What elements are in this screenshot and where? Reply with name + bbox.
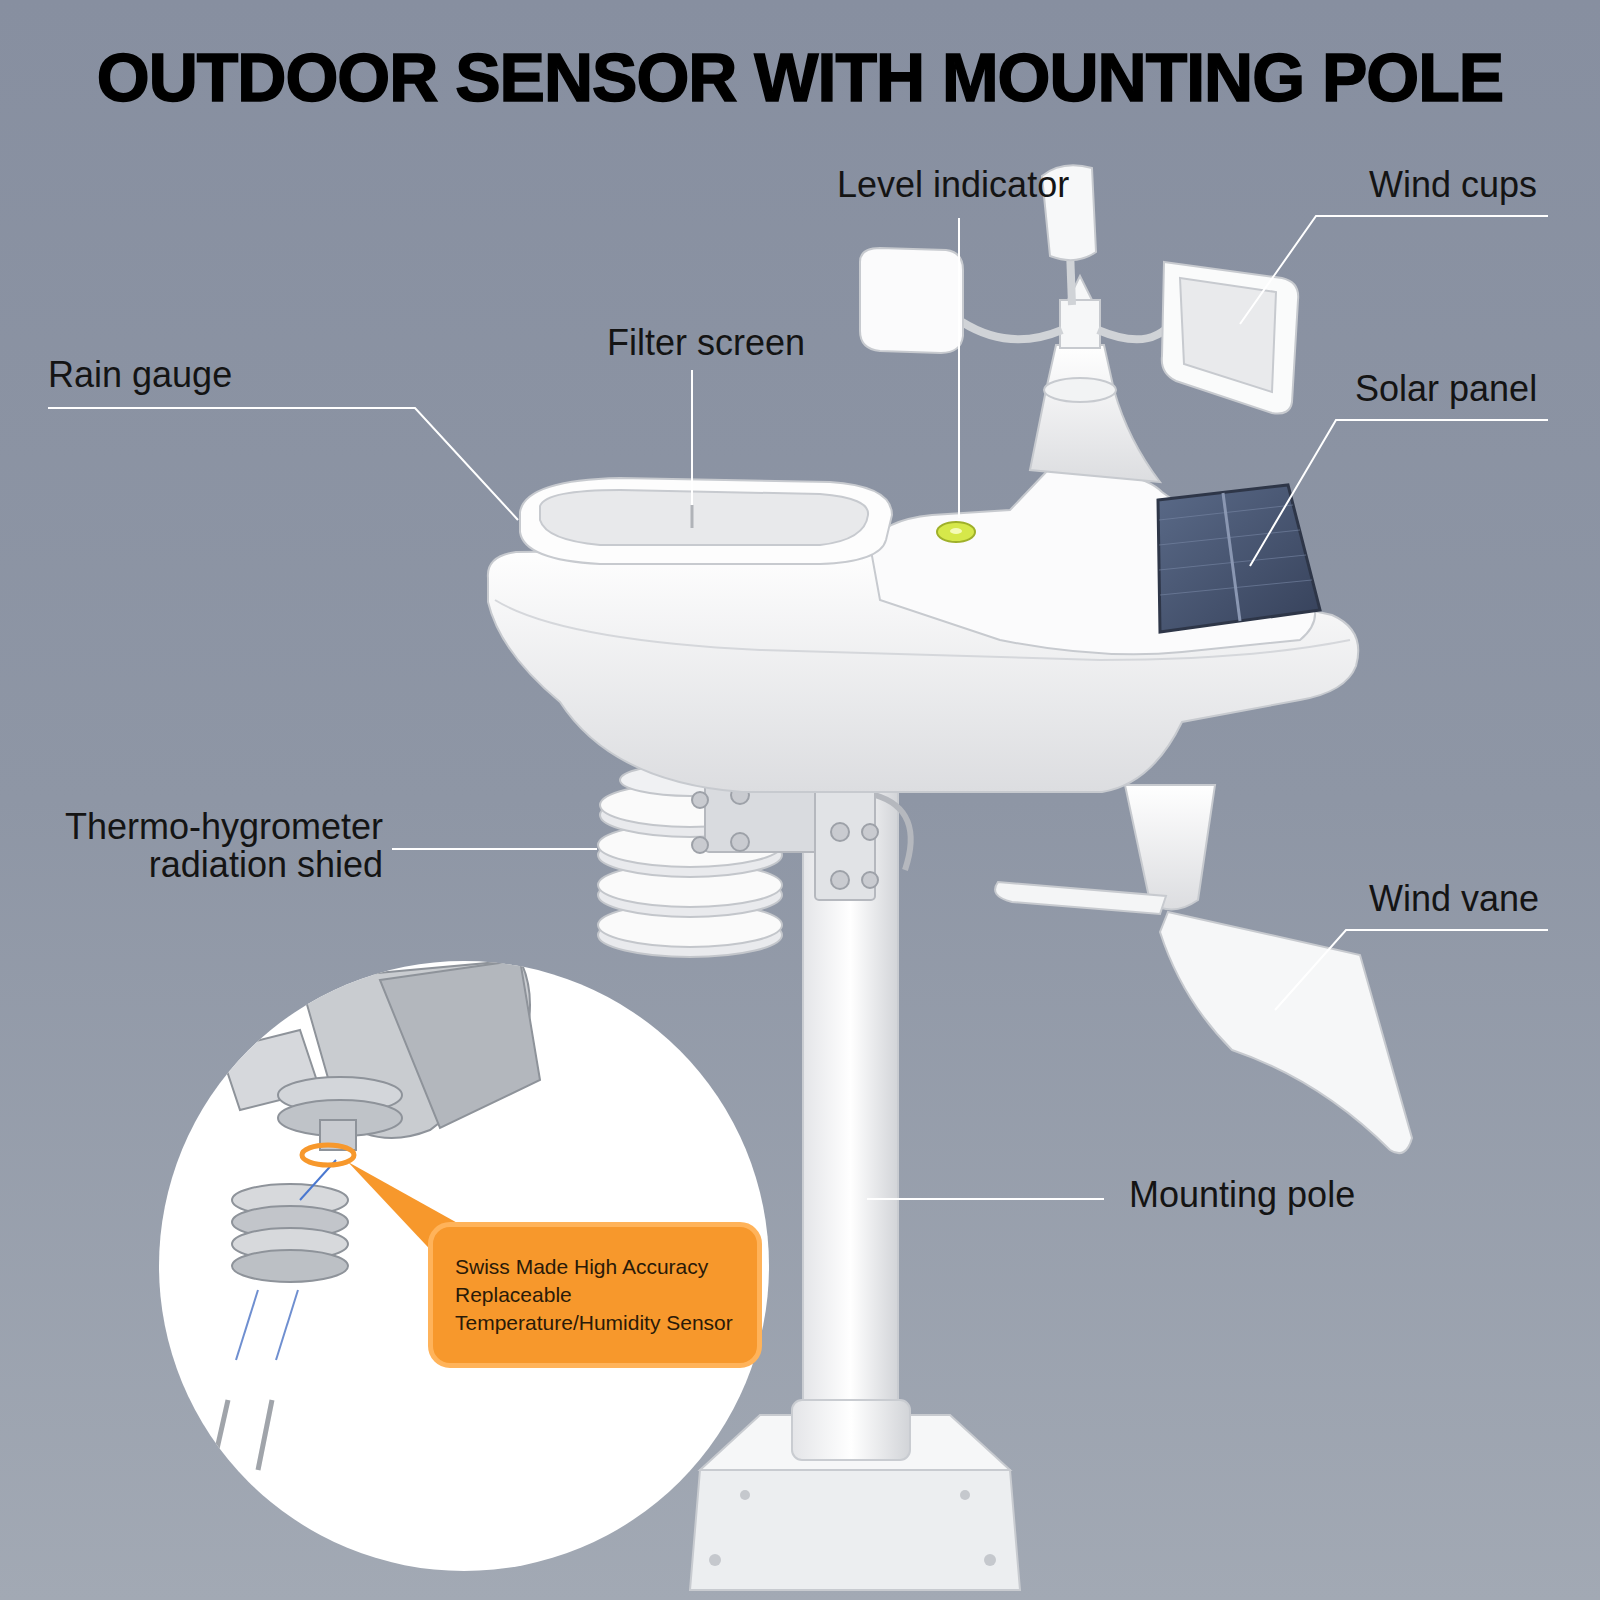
mounting-bracket-drawing-part [692,786,878,889]
wind-cups-drawing-part [1162,262,1298,414]
mounting-bracket-drawing-part-part [731,833,749,851]
wind-cups-drawing-part [1180,278,1276,392]
mounting-bracket-drawing-part-part [862,872,878,888]
wind-vane-drawing [995,785,1412,1153]
mounting-bracket-drawing-part-part [831,823,849,841]
part-label: Level indicator [837,166,1069,204]
leader-lines-part [1240,216,1548,324]
sensor-housing-drawing-part [540,490,868,545]
wind-vane-drawing-part [1125,785,1215,910]
inset-detail-drawing-part [159,961,769,1571]
mounting-pole-drawing-part [792,1400,910,1460]
inset-detail-drawing-part [210,960,540,1480]
page-title: OUTDOOR SENSOR WITH MOUNTING POLE [97,39,1503,115]
inset-detail-drawing-part-part [232,1250,348,1282]
mounting-bracket-drawing-part-part [692,837,708,853]
leader-lines-part [392,848,597,850]
inset-detail-drawing-part [302,1145,354,1165]
inset-detail-drawing-part-part [276,1290,298,1360]
inset-detail-drawing-part-part [380,960,540,1128]
mounting-pole-drawing-part [690,1470,1020,1590]
title-row: OUTDOOR SENSOR WITH MOUNTING POLE [0,38,1600,116]
part-label: Wind vane [1369,880,1539,918]
solar-panel-drawing-part [1158,485,1320,632]
solar-panel-drawing [1158,485,1320,632]
mounting-pole-drawing-part [960,1490,970,1500]
mounting-pole-drawing-part [740,1490,750,1500]
sensor-housing-drawing-part [691,505,694,528]
wind-cups-drawing-part [1044,378,1116,402]
leader-lines [48,216,1548,1199]
sensor-housing-drawing [488,470,1358,792]
leader-lines-part [1275,930,1548,1010]
solar-panel-drawing-part [1223,493,1240,621]
leader-lines-part [867,1198,1104,1200]
inset-detail-drawing-part-part [258,1400,272,1470]
sensor-housing-drawing-part [950,528,962,534]
mounting-pole-drawing-part [984,1554,996,1566]
inset-detail-drawing-part-part [236,1290,258,1360]
mounting-bracket-drawing-part [875,795,911,870]
wind-cups-drawing-part [1060,300,1100,348]
leader-lines-part [958,218,960,518]
wind-cups-drawing-part [1030,345,1160,482]
mounting-bracket-drawing-part-part [692,792,708,808]
sensor-housing-drawing-part [937,522,975,542]
leader-lines-part [691,370,693,505]
mounting-pole-drawing-part [709,1554,721,1566]
part-label: Wind cups [1369,166,1537,204]
wind-cups-drawing-part [962,322,1062,339]
wind-vane-drawing-part [1160,912,1412,1153]
mounting-bracket-drawing-part-part [862,824,878,840]
wind-vane-drawing-part [995,882,1166,914]
callout-box: Swiss Made High Accuracy Replaceable Tem… [428,1222,762,1368]
part-label: Rain gauge [48,356,232,394]
mounting-bracket-drawing-part-part [831,871,849,889]
part-label: Mounting pole [1129,1176,1355,1214]
wind-cups-drawing [860,165,1298,482]
leader-lines-part [48,408,518,520]
part-label: Thermo-hygrometer radiation shied [38,808,383,884]
inset-detail-drawing [159,960,769,1571]
wind-cups-drawing-part [860,248,963,353]
part-label: Filter screen [607,324,805,362]
inset-detail-drawing-part-part [210,1400,228,1480]
leader-lines-part [1250,420,1548,566]
callout-text: Swiss Made High Accuracy Replaceable Tem… [455,1253,735,1337]
part-label: Solar panel [1355,370,1537,408]
wind-cups-drawing-part [1098,322,1172,339]
sensor-housing-drawing-part [520,478,892,564]
